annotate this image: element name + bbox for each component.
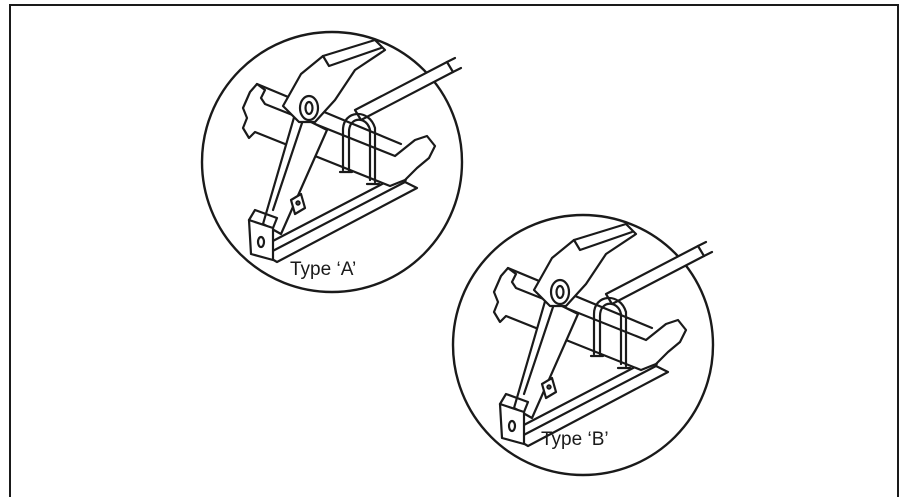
figure-label-b: Type ‘B’ (541, 429, 609, 450)
figure-type-a: Type ‘A’ (200, 30, 464, 294)
figure-type-b: Type ‘B’ (451, 213, 715, 477)
figure-frame (9, 4, 899, 497)
figure-label-a: Type ‘A’ (290, 259, 356, 280)
